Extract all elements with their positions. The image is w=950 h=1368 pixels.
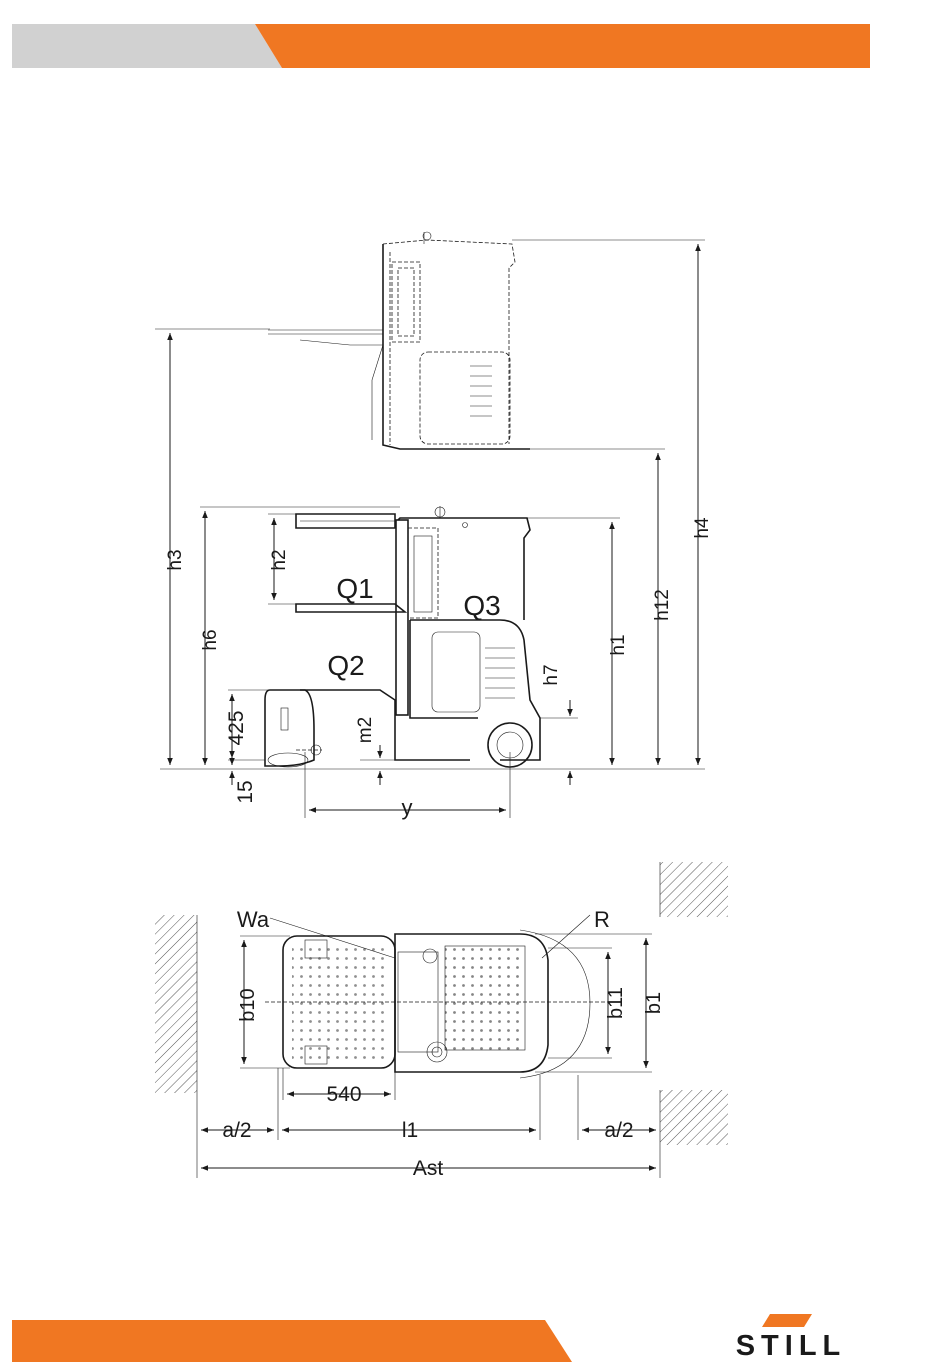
label-b1: b1 (643, 992, 665, 1014)
raised-vent-grille (470, 366, 492, 416)
label-h2: h2 (269, 549, 290, 570)
label-h3: h3 (165, 549, 186, 570)
label-425: 425 (225, 710, 248, 745)
label-y: y (402, 795, 413, 820)
label-h6: h6 (200, 629, 221, 650)
label-m2: m2 (355, 717, 376, 743)
label-540: 540 (326, 1083, 361, 1106)
label-q1: Q1 (336, 573, 373, 604)
raised-platform-outline (268, 232, 530, 449)
wall-right-bottom (660, 1090, 728, 1145)
label-r: R (594, 907, 610, 932)
label-15: 15 (234, 780, 257, 803)
vent-grille (485, 648, 515, 698)
side-labels: h3 h6 h2 425 15 m2 y Q1 Q2 Q3 h1 h7 h12 … (165, 517, 713, 820)
label-q2: Q2 (327, 650, 364, 681)
label-wa: Wa (237, 907, 270, 932)
label-a2-left: a/2 (222, 1119, 251, 1142)
label-a2-right: a/2 (604, 1119, 633, 1142)
load-wheel (268, 753, 308, 767)
label-q3: Q3 (463, 590, 500, 621)
label-h7: h7 (541, 664, 562, 685)
label-h12: h12 (652, 589, 673, 621)
wall-left (155, 915, 197, 1093)
truck-side-view (265, 506, 540, 767)
label-b11: b11 (605, 987, 627, 1019)
label-h1: h1 (608, 634, 629, 655)
label-b10: b10 (237, 988, 259, 1021)
label-ast: Ast (413, 1157, 444, 1180)
label-h4: h4 (692, 517, 713, 539)
wall-right-top (660, 862, 728, 917)
label-l1: l1 (402, 1119, 418, 1142)
